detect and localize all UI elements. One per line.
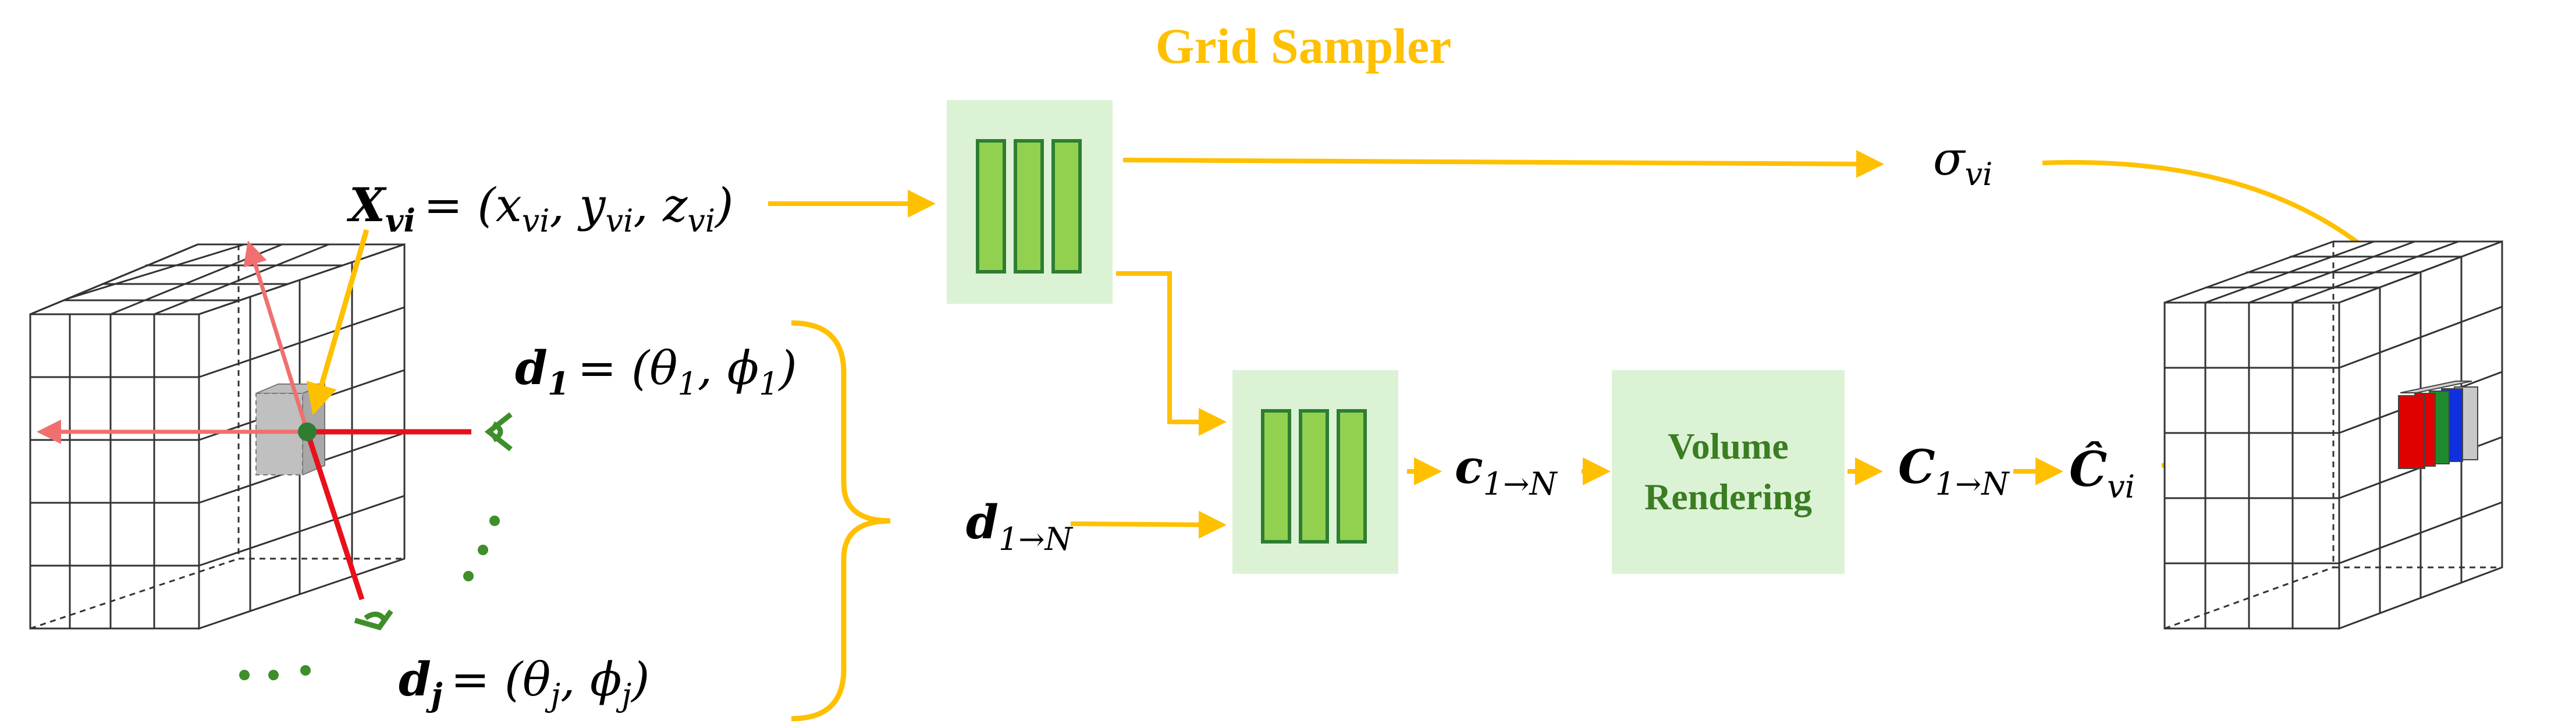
sigma-vi-label: σvi	[1933, 132, 1992, 193]
view-rays	[37, 240, 471, 601]
c-1-to-n-label: c1→N	[1455, 439, 1558, 502]
volume-rendering-line1: Volume	[1668, 425, 1788, 467]
eye-icon	[354, 609, 393, 631]
mlp-icon	[976, 139, 1082, 274]
dj-label: dj= (θj, ϕj)	[399, 652, 649, 713]
d-1-to-n-label: d1→N	[966, 495, 1074, 557]
mlp-color-block	[1232, 370, 1398, 574]
ellipsis-dots	[239, 516, 500, 680]
xvi-pointer-arrow	[306, 229, 369, 416]
big-c-1-to-n-label: C1→N	[1898, 439, 2010, 502]
eye-icon	[484, 412, 513, 452]
rgb-sample-stack	[2398, 381, 2478, 469]
curly-brace	[791, 320, 891, 722]
volume-rendering-block: Volume Rendering	[1612, 370, 1845, 574]
x-vi-label: Xvi= (xvi, yvi, zvi)	[346, 177, 733, 239]
c-hat-vi-label: Ĉvi	[2069, 441, 2135, 505]
volume-rendering-line2: Rendering	[1644, 476, 1812, 517]
mlp-density-block	[947, 100, 1113, 304]
sample-voxel	[255, 383, 325, 476]
grid-sampler-title: Grid Sampler	[1156, 18, 1452, 74]
d1-label: d1= (θ1, ϕ1)	[515, 340, 797, 402]
mlp-icon	[1261, 409, 1367, 544]
